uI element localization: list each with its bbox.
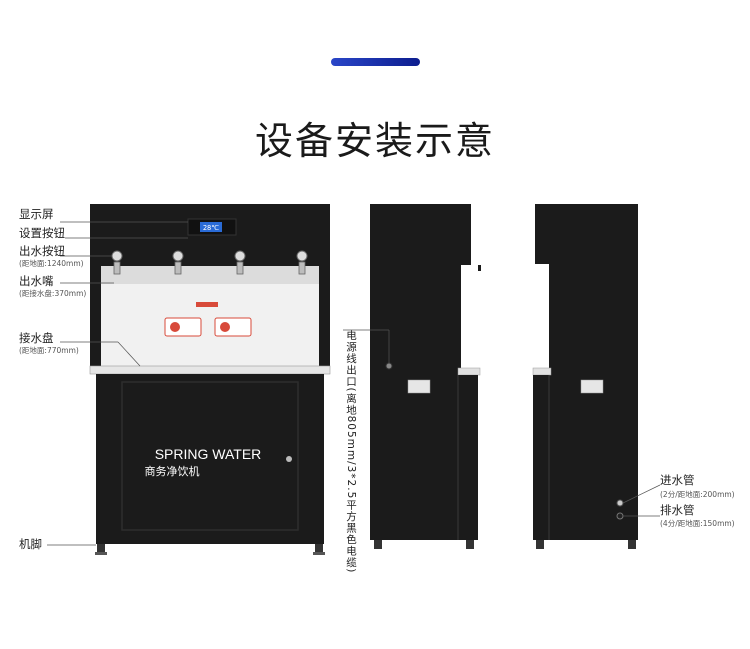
tap-2 (172, 250, 184, 275)
label-inlet: 进水管 (660, 473, 695, 487)
power-outlet (385, 362, 393, 370)
front-foot-left (97, 544, 105, 554)
label-drip-tray: 接水盘 (19, 331, 54, 345)
label-set-button: 设置按钮 (19, 226, 65, 240)
label-display: 显示屏 (19, 207, 54, 221)
label-water-button-note: (距地面:1240mm) (19, 259, 84, 268)
side-vent-left (407, 379, 431, 394)
front-view: 28℃ SPRING WATER 商务净饮机 (89, 204, 331, 555)
inlet-port (616, 499, 624, 507)
drip-tray (89, 365, 331, 375)
label-water-button: 出水按钮 (19, 244, 65, 258)
side-vent-right (580, 379, 604, 394)
display-text: 28℃ (203, 224, 219, 232)
tap-4 (296, 250, 308, 275)
tap-1 (111, 250, 123, 275)
brand-cn-text: 商务净饮机 (145, 464, 200, 478)
label-inlet-note: (2分/距地面:200mm) (660, 490, 735, 499)
label-spout-note: (距接水盘:370mm) (19, 289, 87, 298)
front-foot-right (315, 544, 323, 554)
label-spout: 出水嘴 (19, 274, 54, 288)
label-feet: 机脚 (19, 537, 42, 551)
side-view-right (532, 204, 638, 549)
front-leaders (47, 221, 188, 546)
label-power-outlet: 电源线出口(离地805mm/3*2.5平方黑色电缆) (345, 330, 357, 574)
accent-bar (331, 58, 420, 66)
brand-text: SPRING WATER (155, 446, 262, 462)
side-view-left (370, 204, 481, 549)
tap-3 (234, 250, 246, 275)
label-drain-note: (4分/距地面:150mm) (660, 519, 735, 528)
label-drip-tray-note: (距地面:770mm) (19, 346, 79, 355)
page-title: 设备安装示意 (254, 119, 495, 163)
label-drain: 排水管 (660, 503, 695, 517)
drain-port (616, 512, 624, 520)
